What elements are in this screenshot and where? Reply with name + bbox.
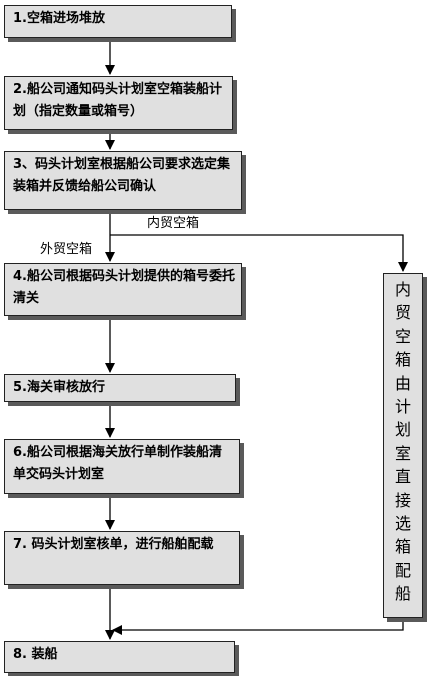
step-7-box: 7. 码头计划室核单，进行船舶配载 <box>4 531 240 585</box>
side-char: 计 <box>394 397 411 417</box>
step-3-box: 3、码头计划室根据船公司要求选定集装箱并反馈给船公司确认 <box>4 151 242 210</box>
step-1-box: 1.空箱进场堆放 <box>4 5 232 38</box>
side-char: 直 <box>394 467 411 487</box>
step-8-box: 8. 装船 <box>4 641 235 673</box>
side-char: 空 <box>394 326 411 346</box>
step-6-text: 6.船公司根据海关放行单制作装船清单交码头计划室 <box>13 445 222 482</box>
side-char: 内 <box>394 280 411 299</box>
domestic-direct-selection-box: 内 贸 空 箱 由 计 划 室 直 接 选 箱 配 船 <box>383 273 423 618</box>
step-3-text: 3、码头计划室根据船公司要求选定集装箱并反馈给船公司确认 <box>13 157 231 194</box>
domestic-merge-arrow <box>112 618 404 635</box>
step-7-text: 7. 码头计划室核单，进行船舶配载 <box>13 537 214 552</box>
side-char: 由 <box>394 373 411 393</box>
step-5-text: 5.海关审核放行 <box>13 380 105 395</box>
side-char: 船 <box>394 584 411 604</box>
side-char: 室 <box>394 443 411 463</box>
domestic-empty-container-label: 内贸空箱 <box>145 216 202 232</box>
side-char: 接 <box>394 490 411 510</box>
side-char: 划 <box>394 420 411 440</box>
side-char: 箱 <box>394 350 411 370</box>
step-2-text: 2.船公司通知码头计划室空箱装船计划（指定数量或箱号） <box>13 82 222 119</box>
side-char: 贸 <box>394 303 411 323</box>
step-8-text: 8. 装船 <box>13 647 58 662</box>
step-4-box: 4.船公司根据码头计划提供的箱号委托清关 <box>4 263 242 316</box>
step-5-box: 5.海关审核放行 <box>4 374 236 402</box>
side-char: 箱 <box>394 537 411 557</box>
foreign-empty-container-label: 外贸空箱 <box>38 242 95 258</box>
step-4-text: 4.船公司根据码头计划提供的箱号委托清关 <box>13 269 235 306</box>
side-char: 选 <box>394 514 411 534</box>
step-1-text: 1.空箱进场堆放 <box>13 11 105 26</box>
side-char: 配 <box>394 560 411 580</box>
step-2-box: 2.船公司通知码头计划室空箱装船计划（指定数量或箱号） <box>4 76 233 130</box>
domestic-branch-arrow <box>110 234 408 272</box>
step-6-box: 6.船公司根据海关放行单制作装船清单交码头计划室 <box>4 439 240 494</box>
